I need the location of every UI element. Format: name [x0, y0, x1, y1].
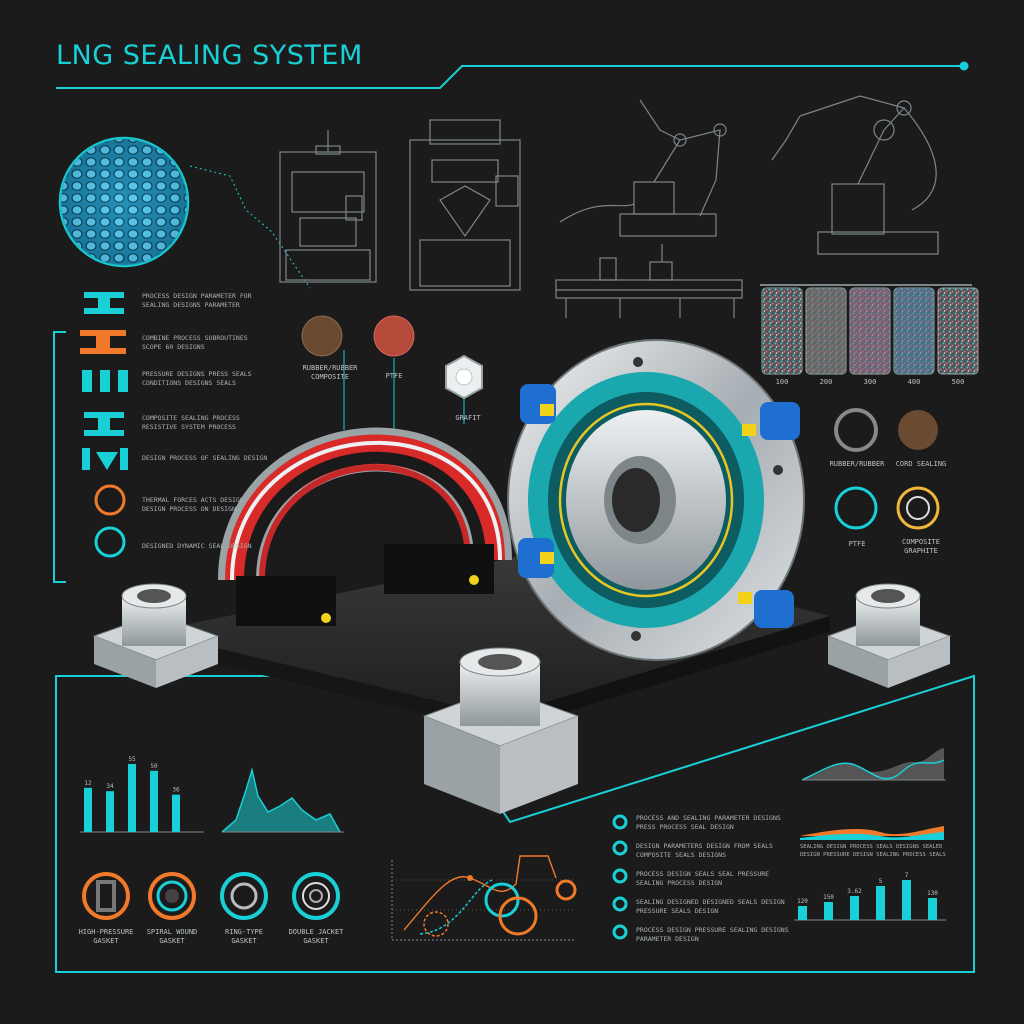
bar-label: 5 — [879, 878, 883, 885]
hex-bolt-icon — [445, 354, 483, 424]
bar-label: 3.62 — [847, 888, 862, 895]
bar-label: 50 — [150, 763, 158, 770]
gasket-label: DOUBLE JACKET GASKET — [288, 928, 344, 945]
right-swatch-label: PTFE — [848, 540, 866, 548]
bar — [150, 770, 158, 832]
bar-label: 130 — [927, 890, 938, 897]
page-title: LNG SEALING SYSTEM — [56, 40, 363, 71]
rubber-swatch — [301, 315, 343, 357]
process-line-chart — [391, 855, 577, 941]
band-chart — [800, 826, 944, 840]
vial-label: 200 — [819, 378, 833, 386]
vial-label: 400 — [907, 378, 921, 386]
right-swatch-label: COMPOSITE GRAPHITE — [902, 538, 940, 555]
left-text-block: DESIGN PROCESS OF SEALING DESIGN — [142, 454, 268, 462]
left-text-block: PROCESS DESIGN PARAMETER FOR SEALING DES… — [142, 292, 252, 309]
bar — [84, 787, 92, 832]
band-chart-caption: DESIGN PRESSURE DESIGN SEALING PROCESS S… — [800, 852, 946, 858]
material-label-grafit: GRAFIT — [455, 414, 481, 422]
vial-label: 300 — [863, 378, 877, 386]
i-beam-orange-icon — [80, 330, 126, 354]
bottom-left-bar-chart: 12 34 55 50 36 — [80, 756, 204, 833]
gasket-label: RING-TYPE GASKET — [225, 928, 263, 945]
rubber-ring-swatch — [834, 408, 878, 452]
bar — [876, 886, 885, 920]
arrow-down-icon — [82, 448, 128, 470]
wave-area-chart — [801, 748, 946, 781]
bar — [798, 906, 807, 920]
left-text-block: PRESSURE DESIGNS PRESS SEALS CONDITIONS … — [142, 370, 252, 387]
bar-label: 34 — [106, 783, 114, 790]
peak-area-chart — [221, 767, 344, 833]
robot-arm-drawing — [559, 99, 727, 237]
left-text-block: COMPOSITE SEALING PROCESS RESISTIVE SYST… — [142, 414, 240, 431]
bullet-list-markers — [612, 814, 628, 940]
conveyor-drawing — [555, 244, 743, 318]
material-label-rubber: RUBBER/RUBBER COMPOSITE — [302, 364, 358, 381]
pipe-fitting-center — [422, 647, 580, 814]
vial-label: 100 — [775, 378, 789, 386]
gasket-icon-ring-type — [220, 872, 268, 920]
ring-cyan-icon — [94, 526, 126, 558]
pipe-fitting-left — [92, 583, 220, 688]
industrial-robot-drawing — [771, 95, 939, 255]
bar — [824, 902, 833, 920]
gasket-label: HIGH-PRESSURE GASKET — [78, 928, 134, 945]
right-list-item: PROCESS DESIGN SEALS SEAL PRESSURE SEALI… — [636, 870, 770, 887]
right-swatch-label: CORD SEALING — [895, 460, 947, 468]
bar — [128, 764, 136, 832]
gasket-label: SPIRAL WOUND GASKET — [146, 928, 198, 945]
flange-assembly — [507, 339, 805, 661]
microstructure-lens — [58, 136, 311, 289]
gasket-icon-double-jacket — [292, 872, 340, 920]
bar-label: 36 — [172, 787, 180, 794]
horseshoe-seal — [218, 427, 512, 626]
ptfe-ring-swatch — [834, 486, 878, 530]
bar — [850, 896, 859, 920]
bar — [928, 898, 937, 920]
bar — [902, 880, 911, 920]
i-beam-icon — [84, 292, 124, 314]
graphite-ring-swatch — [896, 486, 940, 530]
bottom-right-bar-chart: 120 150 3.62 5 7 130 — [794, 872, 946, 921]
bar-label: 55 — [128, 756, 136, 763]
material-label-ptfe: PTFE — [385, 372, 403, 380]
bar — [172, 794, 180, 832]
cord-swatch — [898, 410, 938, 450]
gasket-icon-high-pressure — [82, 872, 130, 920]
i-beam-small-icon — [82, 370, 128, 392]
bar-label: 7 — [905, 872, 909, 879]
i-beam-cyan-icon — [84, 412, 124, 436]
right-list-item: SEALING DESIGNED DESIGNED SEALS DESIGN P… — [636, 898, 785, 915]
right-list-item: PROCESS AND SEALING PARAMETER DESIGNS PR… — [636, 814, 781, 831]
ring-orange-icon — [94, 484, 126, 516]
bar-label: 12 — [84, 780, 92, 787]
gasket-icon-spiral-wound — [148, 872, 196, 920]
bar-label: 120 — [797, 898, 808, 905]
press-machine-drawing — [279, 130, 377, 283]
left-text-block: THERMAL FORCES ACTS DESIGN DESIGN PROCES… — [142, 496, 244, 513]
right-list-item: DESIGN PARAMETERS DESIGN FROM SEALS COMP… — [636, 842, 773, 859]
left-bracket — [53, 331, 66, 583]
bar-label: 150 — [823, 894, 834, 901]
hydraulic-press-drawing — [409, 119, 521, 291]
bar — [106, 791, 114, 832]
header-line — [56, 61, 969, 89]
right-list-item: PROCESS DESIGN PRESSURE SEALING DESIGNS … — [636, 926, 789, 943]
left-text-block: COMBINE PROCESS SUBROUTINES SCOPE 60 DES… — [142, 334, 248, 351]
vial-label: 500 — [951, 378, 965, 386]
pipe-fitting-right — [826, 583, 952, 688]
band-chart-caption: SEALING DESIGN PROCESS SEALS DESIGNS SEA… — [800, 844, 943, 850]
left-text-block: DESIGNED DYNAMIC SEAL DESIGN — [142, 542, 252, 550]
ptfe-swatch — [373, 315, 415, 357]
right-swatch-label: RUBBER/RUBBER — [829, 460, 885, 468]
material-vials — [760, 284, 979, 375]
